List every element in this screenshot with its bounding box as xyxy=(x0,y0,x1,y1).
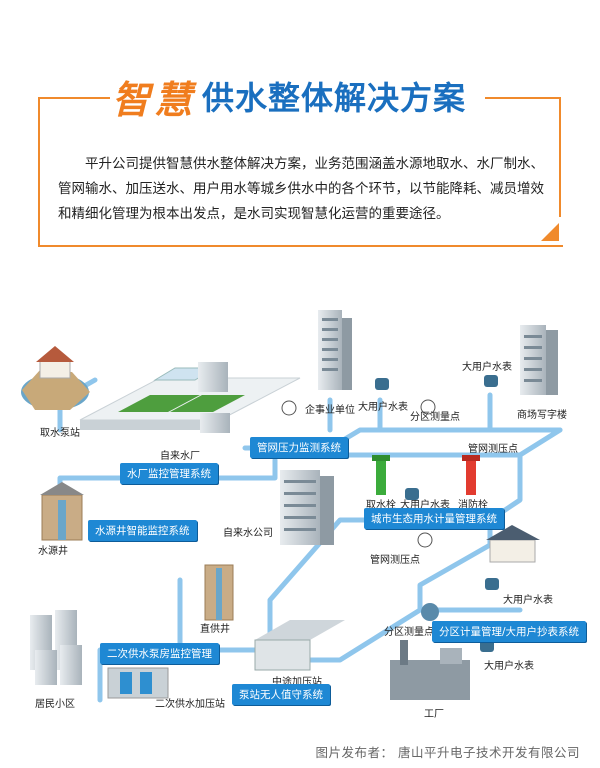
tag-pipe-pressure-system: 管网压力监测系统 xyxy=(250,437,348,458)
label-deep-well: 直供井 xyxy=(200,624,230,635)
factory-icon xyxy=(390,640,470,700)
mall-building-icon xyxy=(520,325,558,395)
frame-line xyxy=(559,97,561,217)
label-residential: 居民小区 xyxy=(35,699,75,710)
tag-source-well-system: 水源井智能监控系统 xyxy=(88,520,197,541)
label-zone-point-2: 分区测量点 xyxy=(384,627,434,638)
label-pipe-point-2: 管网测压点 xyxy=(370,555,420,566)
label-big-meter-4: 大用户水表 xyxy=(484,661,534,672)
label-big-meter-1: 大用户水表 xyxy=(358,402,408,413)
intake-station-icon xyxy=(21,346,90,410)
title-main: 供水整体解决方案 xyxy=(202,79,467,117)
label-big-meter-top: 大用户水表 xyxy=(462,362,512,373)
meter-icons xyxy=(281,375,499,652)
label-factory: 工厂 xyxy=(424,709,444,720)
company-building-icon xyxy=(280,470,334,545)
label-mall: 商场写字楼 xyxy=(517,410,567,421)
tag-station-unmanned-system: 泵站无人值守系统 xyxy=(232,684,330,705)
hydrant-take-icon xyxy=(372,455,390,495)
label-zone-point-1: 分区测量点 xyxy=(410,412,460,423)
tag-secondary-pump-system: 二次供水泵房监控管理 xyxy=(100,643,219,664)
intro-paragraph: 平升公司提供智慧供水整体解决方案，业务范围涵盖水源地取水、水厂制水、管网输水、加… xyxy=(58,156,544,222)
title-accent: 智慧 xyxy=(112,76,197,122)
label-big-meter-3: 大用户水表 xyxy=(503,595,553,606)
label-hydrant-take: 取水栓 xyxy=(366,500,396,511)
label-intake: 取水泵站 xyxy=(40,428,80,439)
source-well-icon xyxy=(40,482,84,541)
label-secondary-station: 二次供水加压站 xyxy=(155,699,225,710)
frame-line xyxy=(38,97,110,99)
frame-line xyxy=(485,97,561,99)
footer-credit: 图片发布者： 唐山平升电子技术开发有限公司 xyxy=(315,745,580,760)
tag-zone-metering-system: 分区计量管理/大用户抄表系统 xyxy=(432,621,587,642)
label-big-meter-2: 大用户水表 xyxy=(400,500,450,511)
label-mid-station: 中途加压站 xyxy=(272,677,322,688)
mid-station-icon xyxy=(254,620,345,671)
enterprise-building-icon xyxy=(318,310,352,390)
water-plant-icon xyxy=(79,362,301,433)
pipe-return xyxy=(327,427,563,458)
label-company: 自来水公司 xyxy=(223,528,273,539)
label-fire-hydrant: 消防栓 xyxy=(458,500,488,511)
deep-well-icon xyxy=(204,564,234,621)
label-plant: 自来水厂 xyxy=(160,451,200,462)
residential-icon xyxy=(30,610,82,685)
label-pipe-point-1: 管网测压点 xyxy=(468,444,518,455)
tag-water-plant-system: 水厂监控管理系统 xyxy=(120,463,218,484)
intro-frame xyxy=(38,97,563,247)
page-title: 智慧 供水整体解决方案 xyxy=(112,72,467,122)
label-well: 水源井 xyxy=(38,546,68,557)
pump-station-icon xyxy=(107,667,169,699)
villa-icon xyxy=(486,525,540,563)
label-enterprise: 企事业单位 xyxy=(305,405,355,416)
fire-hydrant-icon xyxy=(462,455,480,495)
tag-eco-metering-system: 城市生态用水计量管理系统 xyxy=(364,508,504,529)
